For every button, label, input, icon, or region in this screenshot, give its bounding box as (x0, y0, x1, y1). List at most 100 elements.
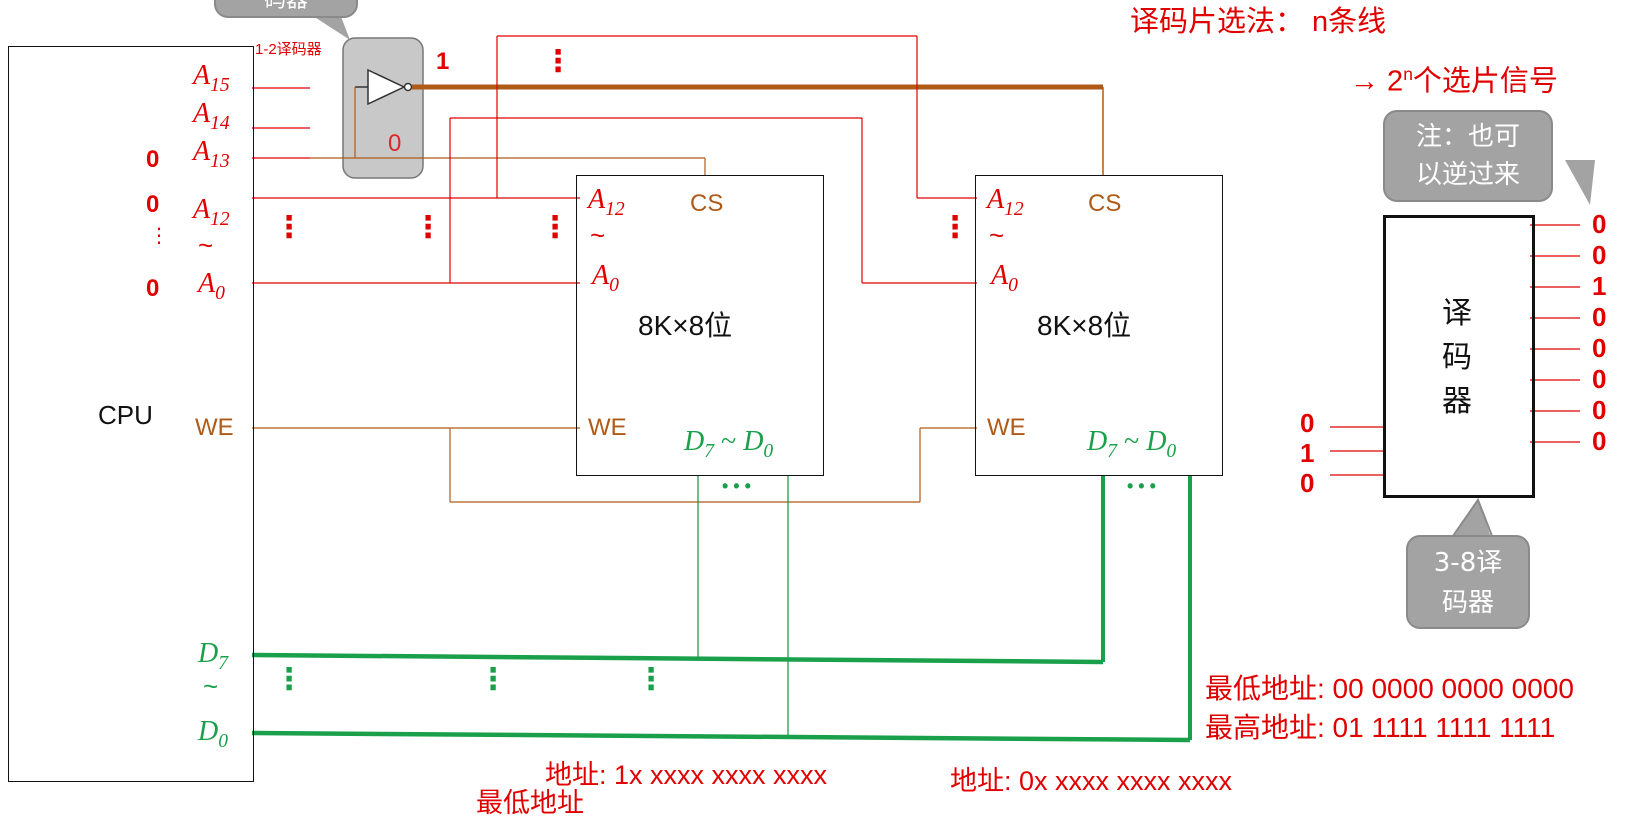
decoder-output-2: 1 (1592, 271, 1607, 301)
cpu-we: WE (195, 414, 234, 441)
cpu-d7-sub: 7 (218, 652, 229, 674)
decoder-output-4: 0 (1592, 333, 1607, 363)
green-vdots-1: ⋮ (274, 663, 304, 696)
right-line2: → 2n个选片信号 (1350, 64, 1558, 98)
chip2-d7-sub: 7 (1107, 440, 1118, 462)
chip1-a12-letter: A (588, 184, 606, 215)
decoder-output-5: 0 (1592, 364, 1607, 394)
cpu-d0-sub: 0 (218, 730, 229, 752)
vdots-2: ⋮ (413, 211, 443, 244)
cpu-a0-letter: A (198, 268, 216, 299)
chip2-d0-sub: 0 (1166, 440, 1177, 462)
chip1-a12-sub: 12 (605, 198, 625, 220)
cpu-a13-sub: 13 (210, 150, 230, 172)
cpu-a12: A12 (193, 194, 230, 230)
decoder-output-7: 0 (1592, 426, 1607, 456)
cpu-a0: A0 (198, 268, 225, 304)
chip2-d7-letter: D (1087, 426, 1108, 457)
right-line2-pre: → 2 (1350, 65, 1404, 98)
decoder-out-0: 0 (388, 130, 402, 157)
right-line2-post: 个选片信号 (1412, 65, 1558, 98)
chip1-dots: • • • (722, 476, 751, 496)
addr-chip2: 地址: 0x xxxx xxxx xxxx (950, 766, 1233, 796)
decoder-38-box (1383, 215, 1535, 498)
chip1-cs: CS (690, 190, 724, 217)
chip2-a12: A12 (987, 184, 1024, 220)
decoder-output-0: 0 (1592, 209, 1607, 239)
chip1-size: 8K×8位 (638, 310, 733, 341)
chip2-a0-sub: 0 (1008, 274, 1018, 296)
decoder-38-label: 译码器 (1442, 297, 1472, 418)
cpu-d7: D7 (198, 638, 229, 674)
cpu-a12-sub: 12 (210, 208, 230, 230)
chip2-cs: CS (1088, 190, 1122, 217)
cpu-a13: A13 (193, 136, 230, 172)
bit-a13: 0 (146, 146, 160, 173)
decoder-out-1: 1 (436, 48, 450, 75)
decoder-type-callout: 3-8译码器 (1406, 535, 1530, 629)
cpu-box (8, 46, 254, 782)
addr-high: 最高地址: 01 1111 1111 1111 (1205, 712, 1556, 743)
chip1-d0-sub: 0 (763, 440, 774, 462)
chip2-tilde: ~ (989, 220, 1005, 250)
vdots-top: ⋮ (543, 45, 573, 78)
chip1-a12: A12 (588, 184, 625, 220)
cpu-a13-letter: A (193, 136, 211, 167)
chip1-d7-sub: 7 (704, 440, 715, 462)
bit-a0: 0 (146, 275, 160, 302)
chip1-we: WE (588, 414, 627, 441)
cpu-a0-sub: 0 (215, 282, 225, 304)
vdots-3: ⋮ (540, 211, 570, 244)
green-vdots-3: ⋮ (636, 663, 666, 696)
chip2-size: 8K×8位 (1037, 310, 1132, 341)
cpu-label: CPU (98, 400, 153, 430)
decoder-output-6: 0 (1592, 395, 1607, 425)
cpu-a15: A15 (193, 60, 230, 96)
chip2-a0-letter: A (991, 260, 1009, 291)
decoder-callout-top-text: 码器 (263, 0, 308, 13)
cpu-a14: A14 (193, 98, 230, 134)
bit-a12: 0 (146, 191, 160, 218)
cpu-a14-sub: 14 (210, 112, 230, 134)
chip1-data-tilde: ~ (714, 426, 744, 457)
decoder-input-1: 1 (1300, 438, 1315, 468)
decoder-output-1: 0 (1592, 240, 1607, 270)
decoder-12-label: 1-2译码器 (255, 41, 322, 58)
right-line2-sup: n (1403, 64, 1413, 84)
chip2-dots: • • • (1127, 476, 1156, 496)
cpu-a15-sub: 15 (210, 74, 230, 96)
cpu-tilde: ~ (198, 230, 214, 260)
chip1-data: D7 ~ D0 (684, 426, 774, 462)
note-callout: 注：也可以逆过来 (1383, 110, 1553, 202)
right-line1: 译码片选法： n条线 (1130, 6, 1387, 38)
chip2-a12-sub: 12 (1004, 198, 1024, 220)
chip1-a0-sub: 0 (609, 274, 619, 296)
green-vdots-2: ⋮ (478, 663, 508, 696)
chip1-a0-letter: A (592, 260, 610, 291)
vdots-1: ⋮ (274, 211, 304, 244)
cpu-d0-letter: D (198, 716, 219, 747)
decoder-output-3: 0 (1592, 302, 1607, 332)
chip2-a0: A0 (991, 260, 1018, 296)
chip2-d0-letter: D (1146, 426, 1167, 457)
chip2-data-tilde: ~ (1117, 426, 1147, 457)
decoder-input-2: 0 (1300, 468, 1315, 498)
chip1-tilde: ~ (590, 220, 606, 250)
cpu-a15-letter: A (193, 60, 211, 91)
chip1-a0: A0 (592, 260, 619, 296)
chip1-d0-letter: D (743, 426, 764, 457)
cpu-d-tilde: ~ (203, 671, 219, 701)
addr-bottom-cut: 最低地址 (476, 788, 584, 818)
cpu-vdots: ⋮ (149, 225, 169, 247)
addr-chip1: 地址: 1x xxxx xxxx xxxx (545, 760, 828, 790)
wiring-diagram (251, 14, 1595, 743)
cpu-d7-letter: D (198, 638, 219, 669)
memory-chip-1 (576, 175, 824, 476)
chip2-a12-letter: A (987, 184, 1005, 215)
decoder-type-text: 3-8译码器 (1433, 548, 1503, 618)
cpu-a14-letter: A (193, 98, 211, 129)
decoder-callout-top: 码器 (214, 0, 358, 18)
addr-low: 最低地址: 00 0000 0000 0000 (1205, 673, 1574, 704)
cpu-a12-letter: A (193, 194, 211, 225)
decoder-input-0: 0 (1300, 408, 1315, 438)
